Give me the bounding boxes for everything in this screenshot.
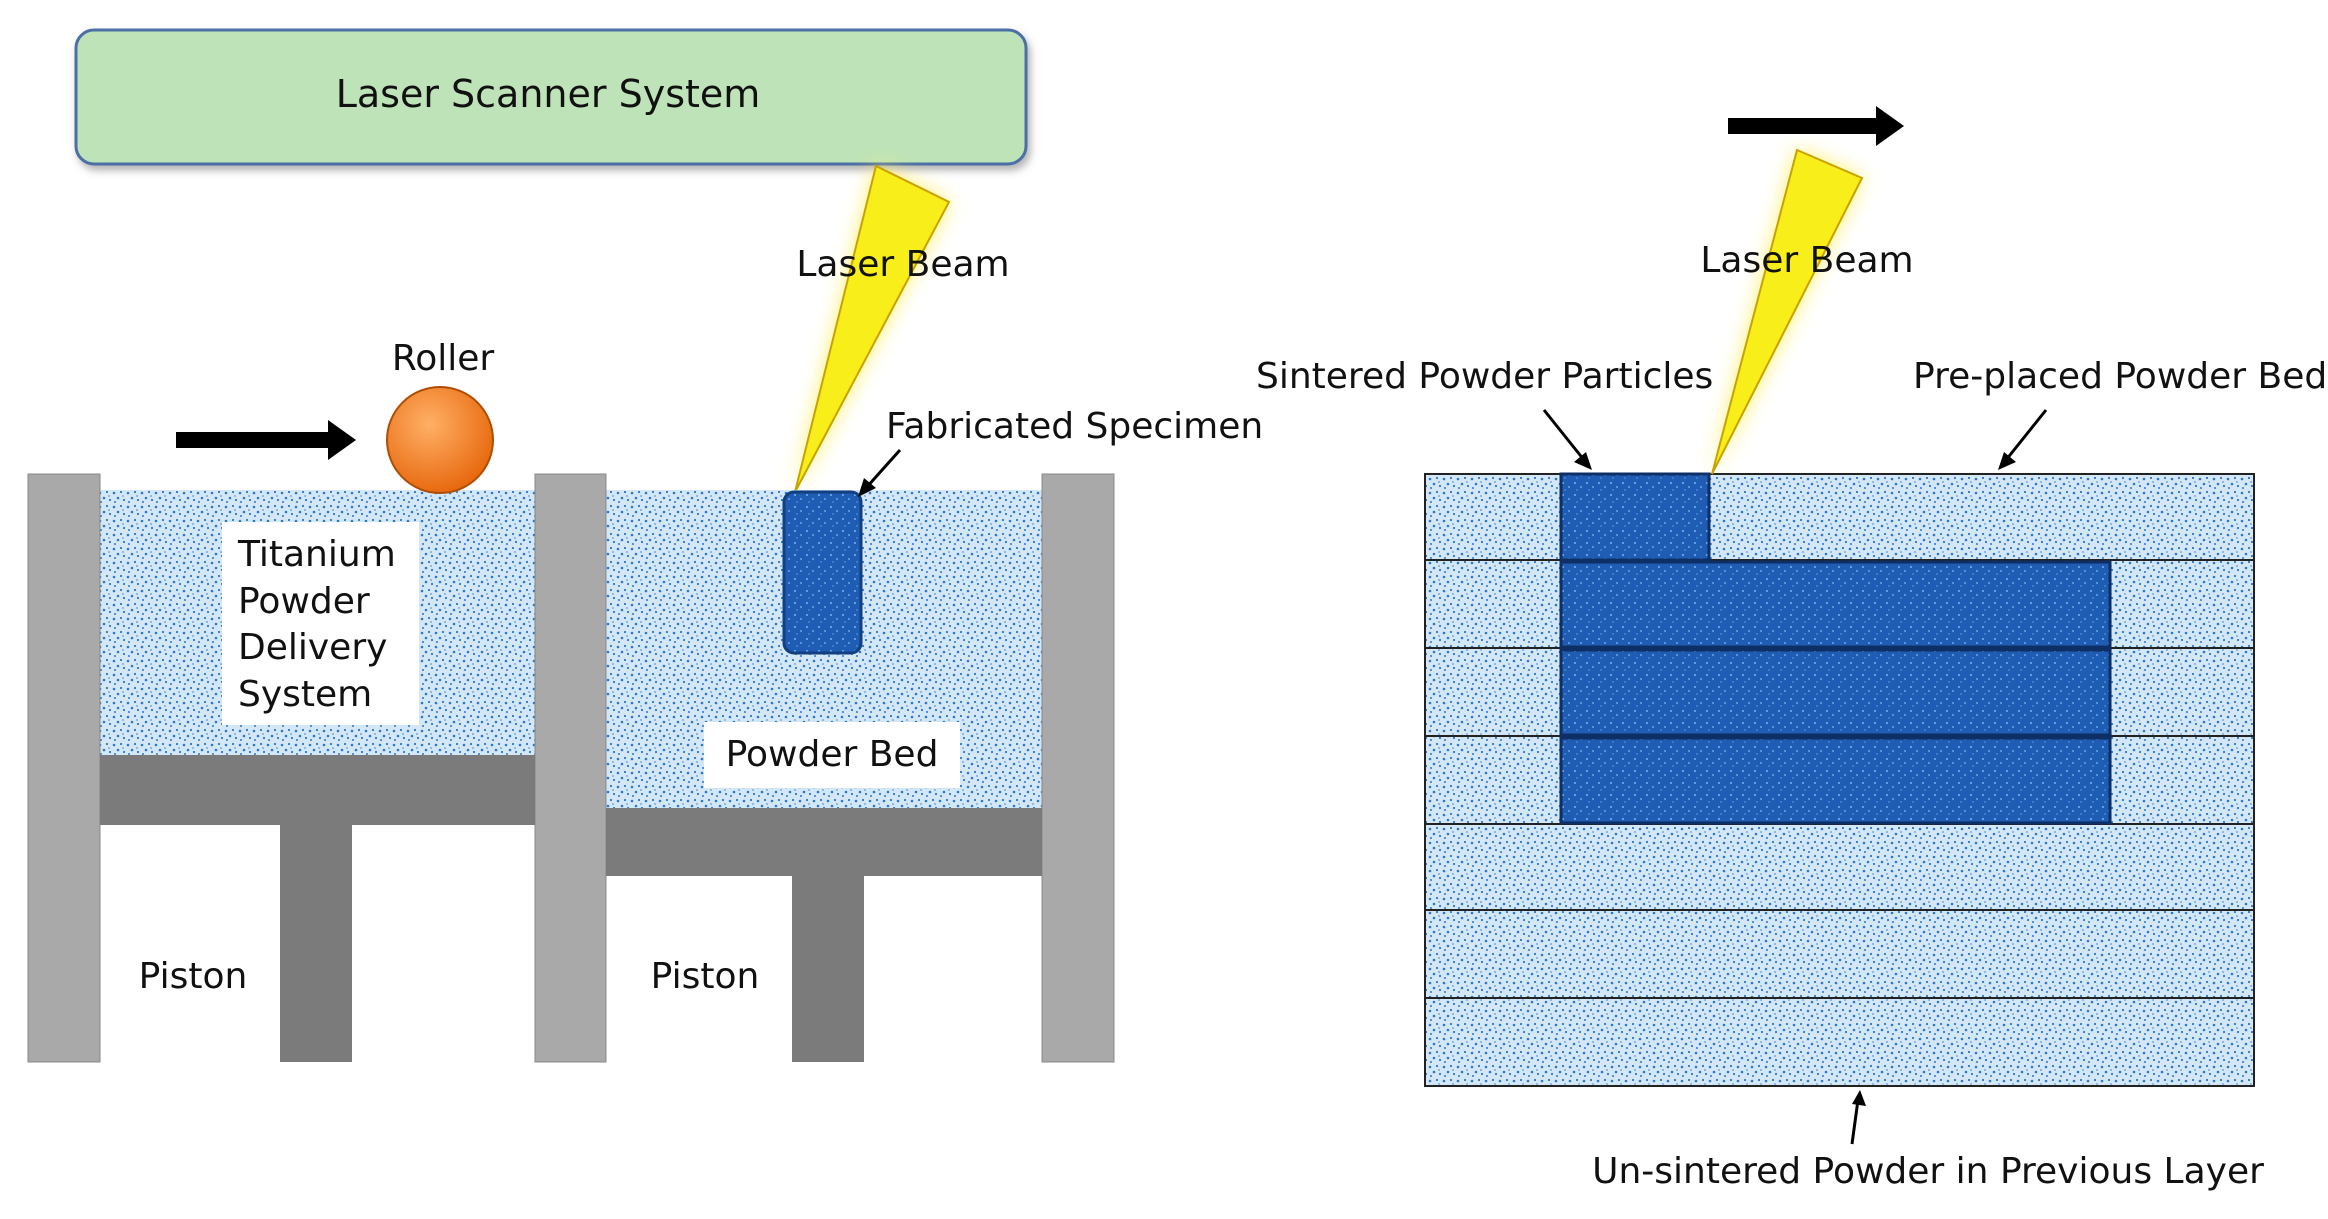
delivery-line-1: Titanium	[237, 534, 396, 575]
delivery-label-box	[222, 522, 419, 725]
scanner-label: Laser Scanner System	[336, 72, 761, 116]
piston-left-label: Piston	[139, 956, 248, 997]
powder-bed-label: Powder Bed	[726, 734, 939, 775]
delivery-line-4: System	[238, 674, 372, 715]
laser-scanner-system: Laser Scanner System	[74, 28, 1028, 166]
pre-placed-label: Pre-placed Powder Bed	[1913, 356, 2327, 397]
pre-placed-pointer	[1998, 409, 2048, 470]
delivery-line-3: Delivery	[238, 627, 387, 668]
sintered-pointer	[1542, 409, 1592, 470]
roller	[386, 386, 494, 494]
laser-beam-right	[1711, 148, 1864, 475]
wall-right	[1041, 473, 1115, 1063]
fabricated-specimen	[782, 490, 863, 655]
unsintered-pointer	[1850, 1090, 1866, 1145]
laser-beam-left	[794, 164, 951, 493]
unsintered-label: Un-sintered Powder in Previous Layer	[1592, 1151, 2264, 1192]
piston-right-shape	[606, 808, 1042, 1062]
powder-bed-label-box	[704, 722, 960, 788]
laser-beam-right-label: Laser Beam	[1700, 240, 1913, 281]
roller-direction-arrow	[176, 420, 356, 460]
wall-left	[27, 473, 101, 1063]
piston-left-shape	[100, 755, 535, 1062]
scan-direction-arrow	[1728, 106, 1904, 146]
delivery-line-2: Powder	[238, 581, 370, 622]
wall-middle	[534, 473, 607, 1063]
roller-label: Roller	[392, 338, 495, 379]
fabricated-specimen-label: Fabricated Specimen	[886, 406, 1263, 447]
laser-beam-left-label: Laser Beam	[796, 244, 1009, 285]
specimen-pointer	[858, 448, 902, 497]
sintered-label: Sintered Powder Particles	[1256, 356, 1713, 397]
sintered-layers	[1559, 472, 2112, 825]
piston-right-label: Piston	[651, 956, 760, 997]
